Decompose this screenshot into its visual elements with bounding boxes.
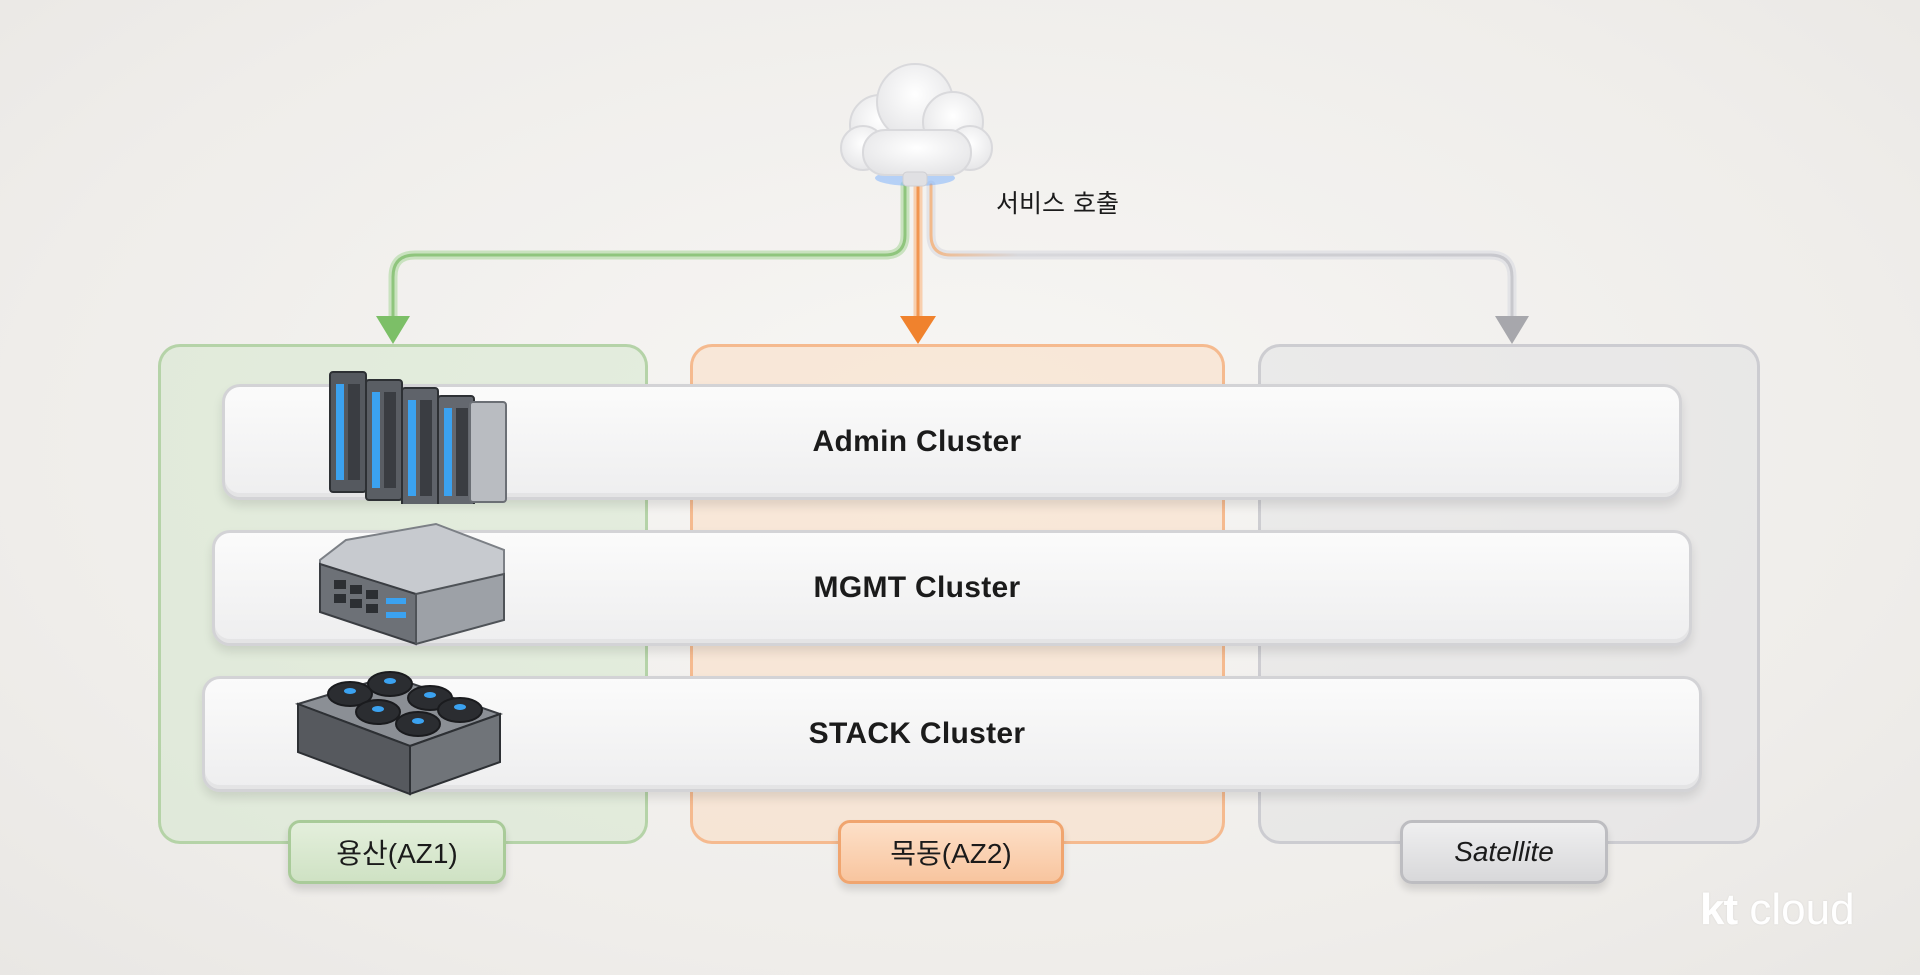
stack-cluster-label: STACK Cluster: [808, 717, 1026, 750]
zone-label-az2: 목동(AZ2): [838, 820, 1064, 884]
zone-label-satellite: Satellite: [1400, 820, 1608, 884]
network-switch-icon: [319, 522, 505, 646]
brand-logo-part1: kt: [1700, 885, 1738, 934]
zone-label-az1: 용산(AZ1): [288, 820, 506, 884]
cloud-icon: [840, 63, 993, 187]
service-call-label: 서비스 호출: [996, 189, 1119, 218]
arrow-az2: [900, 316, 936, 344]
arrow-sat: [1495, 316, 1529, 344]
mgmt-cluster-label: MGMT Cluster: [813, 571, 1021, 604]
brand-logo: kt cloud: [1700, 885, 1855, 935]
brand-logo-part2: cloud: [1737, 885, 1855, 934]
server-rack-icon: [329, 371, 507, 504]
wire-az1: [388, 180, 910, 323]
admin-cluster-label: Admin Cluster: [812, 425, 1022, 458]
storage-array-icon: [294, 671, 504, 796]
arrow-az1: [376, 316, 410, 344]
